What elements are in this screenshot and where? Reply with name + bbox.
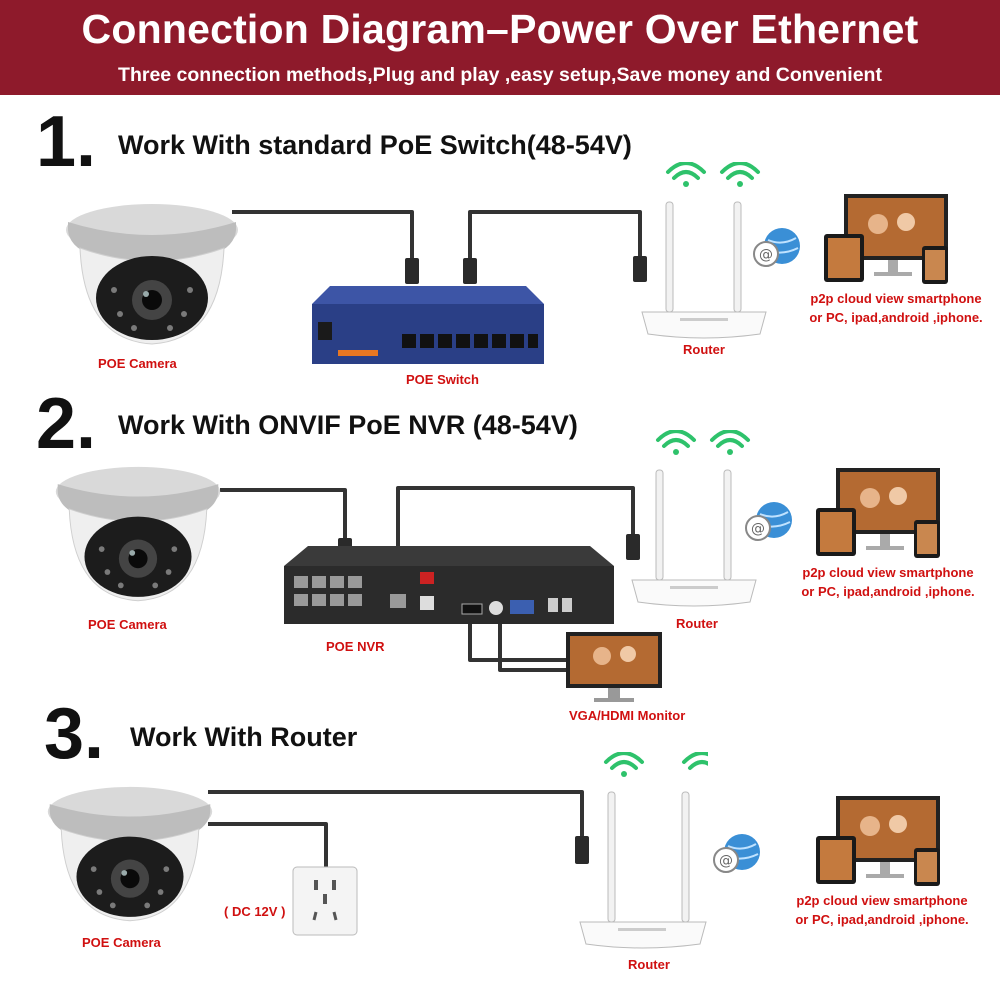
section-3-title: Work With Router: [130, 722, 358, 752]
section-1-camera-label: POE Camera: [98, 356, 177, 371]
svg-text:@: @: [759, 247, 773, 263]
wifi-icon: [666, 162, 760, 180]
section-3-cloud-label: p2p cloud view smartphone or PC, ipad,an…: [772, 891, 992, 929]
section-2-number: 2.: [36, 384, 97, 464]
section-2-monitor-label: VGA/HDMI Monitor: [569, 708, 686, 723]
section-1-cloud-label: p2p cloud view smartphone or PC, ipad,an…: [786, 289, 1000, 327]
cable-camera-to-router: [208, 790, 584, 838]
cable-nvr-to-monitor-hdmi: [468, 622, 570, 662]
cloud-label-line-1: p2p cloud view smartphone: [796, 893, 968, 908]
cable-nvr-to-router: [396, 486, 635, 582]
cable-camera-to-power: [208, 822, 328, 868]
section-2-router-label: Router: [676, 616, 718, 631]
cloud-label-line-1: p2p cloud view smartphone: [802, 565, 974, 580]
router-icon: [579, 752, 708, 949]
cloud-label-line-2: or PC, ipad,android ,iphone.: [795, 912, 969, 927]
rj45-plug: [405, 258, 419, 284]
svg-text:@: @: [751, 521, 765, 537]
cloud-label-line-2: or PC, ipad,android ,iphone.: [809, 310, 983, 325]
cable-nvr-to-monitor-vga: [498, 622, 570, 672]
monitor-icon: [566, 632, 662, 702]
section-2-nvr-label: POE NVR: [326, 639, 385, 654]
router-icon: [641, 162, 767, 339]
power-outlet-icon: [292, 866, 358, 936]
cable-camera-to-nvr: [220, 488, 347, 540]
dome-camera-icon: [47, 786, 213, 922]
diagram-subtitle: Three connection methods,Plug and play ,…: [118, 64, 882, 86]
section-1-number: 1.: [36, 102, 97, 182]
wifi-icon: [604, 752, 708, 770]
section-3-power-label: ( DC 12V ): [224, 904, 286, 919]
rj45-plug: [463, 258, 477, 284]
section-3-camera-label: POE Camera: [82, 935, 161, 950]
section-3-number: 3.: [44, 694, 105, 774]
svg-text:@: @: [719, 853, 733, 869]
cloud-globe-icon: @: [753, 228, 800, 267]
cloud-globe-icon: @: [713, 834, 760, 873]
section-2-title: Work With ONVIF PoE NVR (48-54V): [118, 410, 578, 440]
cable-camera-to-switch: [232, 210, 414, 260]
poe-switch-icon: [312, 286, 544, 364]
poe-nvr-icon: [284, 546, 614, 624]
rj45-plug: [575, 836, 589, 864]
cloud-globe-icon: @: [745, 502, 792, 541]
cloud-label-line-2: or PC, ipad,android ,iphone.: [801, 584, 975, 599]
wifi-icon: [656, 430, 750, 448]
rj45-plug: [626, 534, 640, 560]
section-2-cloud-label: p2p cloud view smartphone or PC, ipad,an…: [778, 563, 998, 601]
section-1-switch-label: POE Switch: [406, 372, 479, 387]
multi-device-view-icon: [824, 194, 948, 284]
dome-camera-icon: [55, 466, 221, 602]
multi-device-view-icon: [816, 468, 940, 558]
rj45-plug: [633, 256, 647, 282]
multi-device-view-icon: [816, 796, 940, 886]
cloud-label-line-1: p2p cloud view smartphone: [810, 291, 982, 306]
section-3-router-label: Router: [628, 957, 670, 972]
section-2-camera-label: POE Camera: [88, 617, 167, 632]
section-1-title: Work With standard PoE Switch(48-54V): [118, 130, 632, 160]
cable-switch-to-router: [468, 210, 642, 260]
diagram-title: Connection Diagram–Power Over Ethernet: [81, 6, 919, 52]
router-icon: [631, 430, 757, 607]
header-banner: Connection Diagram–Power Over Ethernet T…: [0, 0, 1000, 95]
dome-camera-icon: [66, 204, 238, 345]
section-1-router-label: Router: [683, 342, 725, 357]
